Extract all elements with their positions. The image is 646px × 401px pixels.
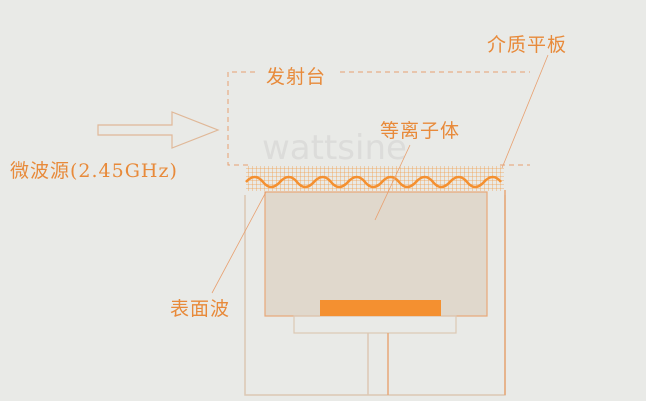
launcher-dashed-outline (227, 71, 530, 166)
substrate-holder (293, 315, 457, 334)
watermark: wattsine (262, 128, 407, 168)
microwave-arrow-icon (97, 111, 220, 149)
launcher-label: 发射台 (266, 66, 327, 88)
surface-wave (245, 175, 502, 189)
dielectric-plate-label: 介质平板 (487, 34, 568, 56)
plasma-label: 等离子体 (380, 120, 461, 142)
surface-wave-label: 表面波 (170, 298, 231, 320)
plasma-chamber (264, 191, 488, 317)
substrate (320, 300, 441, 316)
microwave-source-label: 微波源(2.45GHz) (10, 160, 178, 182)
leader-lines (211, 54, 549, 294)
